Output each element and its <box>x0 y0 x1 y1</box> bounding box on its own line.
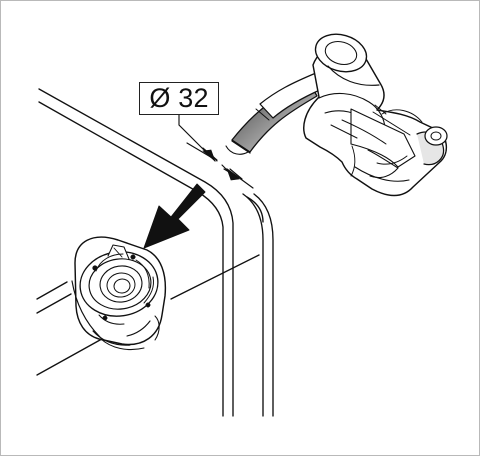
diameter-label: Ø 32 <box>139 82 219 115</box>
fill-direction-arrow-icon <box>143 183 206 249</box>
fuel-nozzle-icon <box>225 33 448 197</box>
filler-neck-icon <box>71 236 167 351</box>
dimension-arrowheads <box>202 149 240 181</box>
diameter-dimension-lines <box>178 113 254 189</box>
